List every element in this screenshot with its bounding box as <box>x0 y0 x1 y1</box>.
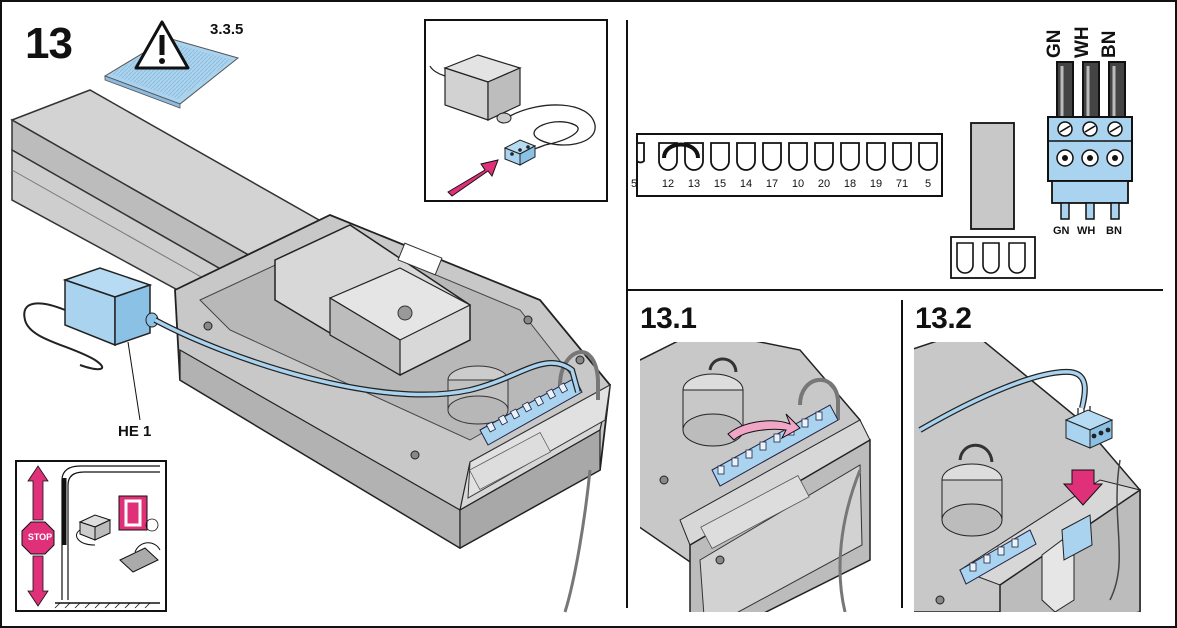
terminal-number: 18 <box>843 178 857 190</box>
wire-label-top: GN <box>1044 29 1065 59</box>
terminal-number: 5 <box>630 178 638 190</box>
wire-label-bottom: GN <box>1053 225 1070 237</box>
stop-programming-inset <box>15 460 167 612</box>
substep-13-1-label: 13.1 <box>640 302 697 335</box>
terminal-number: 12 <box>661 178 675 190</box>
terminal-number: 14 <box>739 178 753 190</box>
wire-label-top: BN <box>1099 30 1120 58</box>
wire-label-bottom: BN <box>1106 225 1122 237</box>
he1-receiver <box>23 267 581 421</box>
he1-label: HE 1 <box>118 423 152 440</box>
panel-13-2-art <box>914 342 1164 612</box>
manual-warning-icon <box>103 20 240 109</box>
wire-label-top: WH <box>1072 26 1093 58</box>
terminal-number: 15 <box>713 178 727 190</box>
terminal-number: 19 <box>869 178 883 190</box>
terminal-number: 10 <box>791 178 805 190</box>
substep-13-2-label: 13.2 <box>915 302 972 335</box>
stop-sign-label: STOP <box>27 532 53 542</box>
terminal-block <box>636 133 943 197</box>
section-reference: 3.3.5 <box>210 21 244 38</box>
terminal-number: 20 <box>817 178 831 190</box>
terminal-number: 17 <box>765 178 779 190</box>
terminal-number: 13 <box>687 178 701 190</box>
step-number: 13 <box>25 19 73 68</box>
terminal-number: 71 <box>895 178 909 190</box>
plug-connector <box>950 61 1133 279</box>
operator-housing <box>174 214 611 613</box>
panel-13-1-art <box>640 342 895 612</box>
terminal-number: 5 <box>924 178 932 190</box>
receiver-plug-inset <box>424 19 608 202</box>
wire-label-bottom: WH <box>1077 225 1096 237</box>
